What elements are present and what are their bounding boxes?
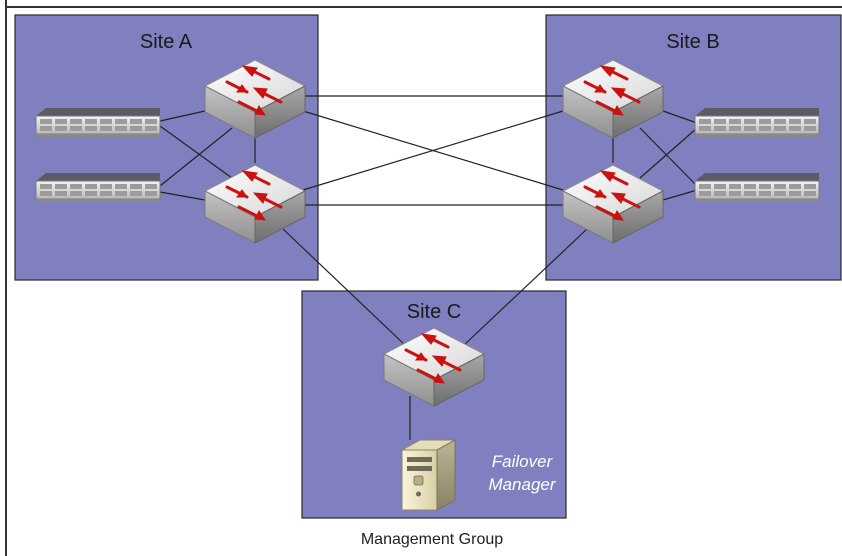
link-b2-st4 bbox=[662, 189, 698, 201]
link-st1-a2 bbox=[159, 125, 233, 179]
link-st2-a1 bbox=[159, 127, 233, 187]
site-c-label: Site C bbox=[407, 301, 461, 323]
site-b-storage-2-icon bbox=[694, 172, 820, 203]
link-st1-a1 bbox=[159, 110, 206, 122]
link-b2-st3 bbox=[639, 127, 698, 179]
site-a-label: Site A bbox=[140, 31, 193, 53]
network-links bbox=[159, 95, 698, 440]
failover-manager-label-line2: Manager bbox=[488, 475, 556, 494]
site-b-box bbox=[545, 14, 842, 281]
site-a-box bbox=[14, 14, 319, 281]
site-a-storage-2-icon bbox=[35, 172, 161, 203]
site-a-storage-1-icon bbox=[35, 107, 161, 138]
server-tower-icon bbox=[400, 439, 457, 511]
link-st2-a2 bbox=[159, 191, 206, 201]
link-a2-c bbox=[282, 228, 407, 347]
site-b-storage-1-icon bbox=[694, 107, 820, 138]
failover-manager-label-line1: Failover bbox=[492, 452, 554, 471]
link-b1-st3 bbox=[662, 110, 698, 124]
site-b-label: Site B bbox=[666, 31, 719, 53]
link-a2-b1 bbox=[302, 110, 564, 191]
link-b2-c bbox=[462, 228, 588, 347]
management-group-label: Management Group bbox=[361, 531, 503, 548]
link-b1-st4 bbox=[639, 127, 698, 187]
